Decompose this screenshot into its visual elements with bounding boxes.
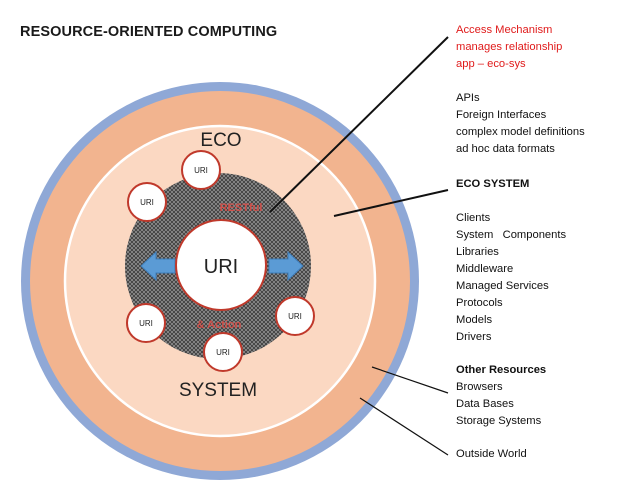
uri-node: URI <box>181 150 221 190</box>
access-mechanism-block: Access Mechanism manages relationship ap… <box>456 22 562 73</box>
ecosystem-item: Libraries <box>456 246 499 258</box>
ecosystem-item: Drivers <box>456 331 492 343</box>
svg-text:URI: URI <box>194 166 208 175</box>
uri-node: URI <box>275 296 315 336</box>
ecosystem-leader-line <box>333 189 449 217</box>
other-resources-leader-line <box>371 366 449 394</box>
access-mechanism-line: manages relationship <box>456 41 563 53</box>
ecosystem-block: ECO SYSTEM Clients System Components Lib… <box>456 176 566 346</box>
outside-world-label: Outside World <box>456 448 527 460</box>
restful-label: RESTful <box>220 202 263 214</box>
access-mechanism-line: app – eco-sys <box>456 58 526 70</box>
right-arrow-icon <box>268 250 304 282</box>
uri-node: URI <box>126 303 166 343</box>
other-resources-item: Browsers <box>456 381 503 393</box>
ecosystem-item: Managed Services <box>456 280 549 292</box>
other-resources-item: Storage Systems <box>456 415 542 427</box>
diagram-title: RESOURCE-ORIENTED COMPUTING <box>20 24 278 40</box>
ecosystem-item: System Components <box>456 229 567 241</box>
apis-line: ad hoc data formats <box>456 143 555 155</box>
ecosystem-item: Protocols <box>456 297 503 309</box>
center-uri-label: URI <box>204 256 238 278</box>
access-leader-line <box>269 36 449 213</box>
outside-world-leader-line <box>359 397 449 456</box>
ecosystem-title: ECO SYSTEM <box>456 178 530 190</box>
apis-line: APIs <box>456 92 480 104</box>
access-mechanism-title: Access Mechanism <box>456 24 553 36</box>
other-resources-title: Other Resources <box>456 364 547 376</box>
other-resources-item: Data Bases <box>456 398 514 410</box>
uri-node: URI <box>203 332 243 372</box>
ecosystem-item: Models <box>456 314 493 326</box>
uri-node: URI <box>127 182 167 222</box>
svg-text:URI: URI <box>288 312 302 321</box>
action-label: & Action <box>197 319 242 331</box>
ecosystem-item: Clients <box>456 212 491 224</box>
system-label: SYSTEM <box>179 380 257 401</box>
center-uri-circle <box>175 219 267 311</box>
eco-label: ECO <box>200 130 241 151</box>
svg-text:URI: URI <box>140 198 154 207</box>
apis-block: APIs Foreign Interfaces complex model de… <box>456 90 585 158</box>
apis-line: Foreign Interfaces <box>456 109 547 121</box>
ecosystem-item: Middleware <box>456 263 514 275</box>
left-arrow-icon <box>140 250 176 282</box>
svg-text:URI: URI <box>139 319 153 328</box>
other-resources-block: Other Resources Browsers Data Bases Stor… <box>456 362 546 430</box>
svg-text:URI: URI <box>216 348 230 357</box>
apis-line: complex model definitions <box>456 126 585 138</box>
